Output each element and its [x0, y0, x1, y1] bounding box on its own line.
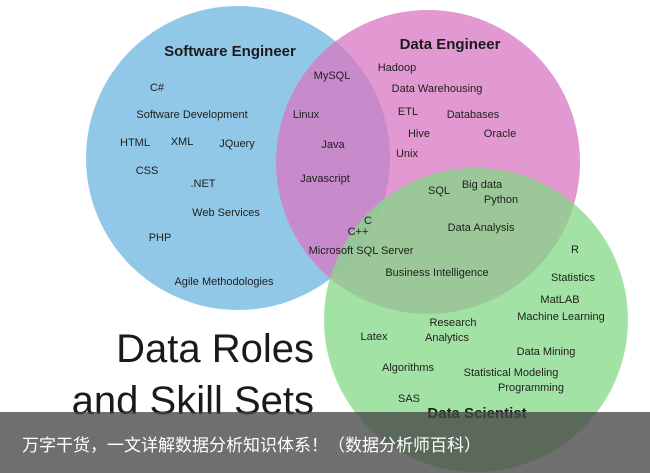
skill-etl: ETL	[398, 106, 418, 118]
skill-javascript: Javascript	[300, 173, 350, 185]
skill-web-services: Web Services	[192, 207, 260, 219]
skill-ms-sql-server: Microsoft SQL Server	[309, 245, 414, 257]
skill-matlab: MatLAB	[540, 294, 579, 306]
skill-machine-learning: Machine Learning	[517, 311, 604, 323]
skill-oracle: Oracle	[484, 128, 516, 140]
skill-sql: SQL	[428, 185, 450, 197]
caption-text: 万字干货，一文详解数据分析知识体系！（数据分析师百科）	[22, 436, 481, 456]
skill-csharp: C#	[150, 82, 165, 94]
skill-latex: Latex	[361, 331, 388, 343]
skill-data-warehousing: Data Warehousing	[392, 83, 483, 95]
skill-statistics: Statistics	[551, 272, 596, 284]
data-scientist-circle	[324, 168, 628, 472]
skill-php: PHP	[149, 232, 172, 244]
skill-dotnet: .NET	[190, 178, 215, 190]
skill-jquery: JQuery	[219, 138, 255, 150]
skill-business-intelligence: Business Intelligence	[385, 267, 488, 279]
skill-cpp: C++	[348, 226, 369, 238]
skill-programming: Programming	[498, 382, 564, 394]
caption-bar: 万字干货，一文详解数据分析知识体系！（数据分析师百科）	[0, 412, 650, 473]
skill-html: HTML	[120, 137, 150, 149]
skill-java: Java	[321, 139, 345, 151]
skill-agile: Agile Methodologies	[174, 276, 274, 288]
skill-r: R	[571, 244, 579, 256]
skill-css: CSS	[136, 165, 159, 177]
skill-data-mining: Data Mining	[517, 346, 576, 358]
skill-linux: Linux	[293, 109, 320, 121]
skill-c: C	[364, 215, 372, 227]
software-engineer-heading: Software Engineer	[164, 43, 296, 60]
skill-python: Python	[484, 194, 518, 206]
skill-big-data: Big data	[462, 179, 503, 191]
skill-algorithms: Algorithms	[382, 362, 434, 374]
skill-databases: Databases	[447, 109, 500, 121]
skill-unix: Unix	[396, 148, 419, 160]
skill-hive: Hive	[408, 128, 430, 140]
skill-sas: SAS	[398, 393, 420, 405]
skill-analytics: Analytics	[425, 332, 470, 344]
skill-research: Research	[429, 317, 476, 329]
title-line-1: Data Roles	[116, 327, 314, 371]
skill-xml: XML	[171, 136, 194, 148]
data-engineer-heading: Data Engineer	[400, 36, 501, 53]
skill-hadoop: Hadoop	[378, 62, 417, 74]
skill-software-development: Software Development	[136, 109, 247, 121]
skill-statistical-modeling: Statistical Modeling	[464, 367, 559, 379]
skill-mysql: MySQL	[314, 70, 351, 82]
skill-data-analysis: Data Analysis	[448, 222, 515, 234]
